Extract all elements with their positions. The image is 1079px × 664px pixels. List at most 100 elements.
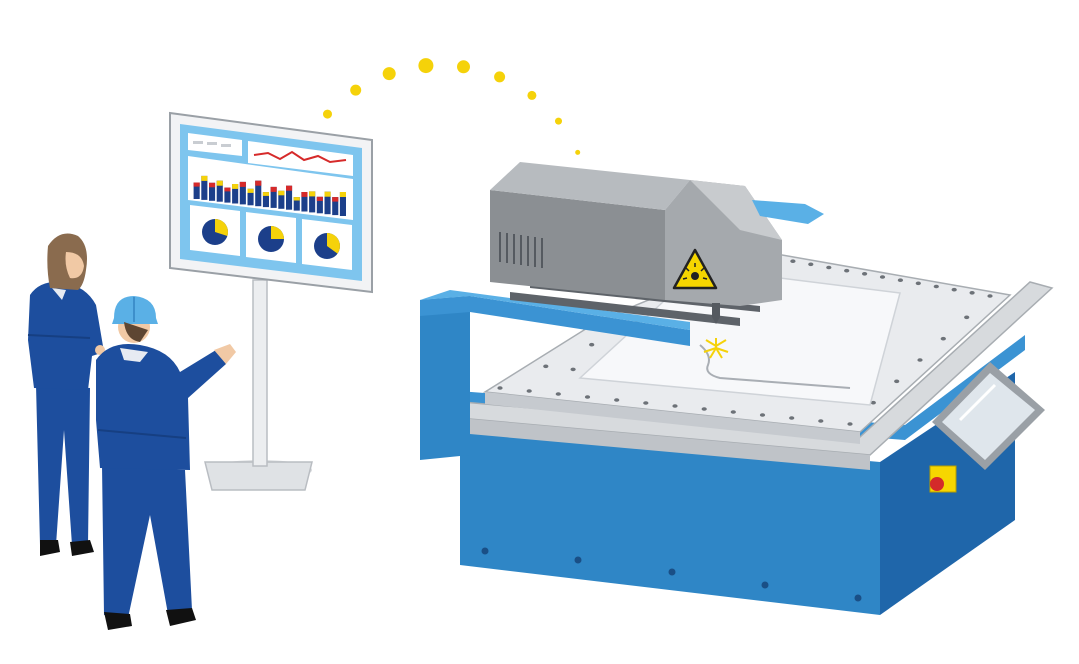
table-hole: [589, 342, 595, 347]
table-hole: [614, 398, 620, 402]
laser-head-vents: [499, 232, 543, 268]
screen-bar: [193, 182, 200, 199]
monitor-base: [204, 461, 313, 491]
table-hole: [526, 389, 532, 393]
signal-dot: [382, 67, 396, 81]
screen-bar: [332, 197, 339, 216]
screen-bar-cap: [209, 182, 216, 188]
screen-bar-cap: [262, 192, 269, 196]
screen-bar-series: [193, 175, 346, 216]
screen-bar-cap: [286, 185, 293, 191]
table-hole: [951, 287, 957, 292]
machine-body-front: [460, 425, 880, 615]
table-hole: [543, 364, 549, 369]
table-hole: [969, 291, 975, 295]
screen-bar: [247, 188, 254, 206]
dashboard-monitor: [169, 111, 373, 491]
table-hole: [915, 281, 921, 286]
screen-bar: [209, 182, 216, 201]
screen-bar-cap: [193, 182, 200, 187]
screen-bar: [339, 192, 346, 216]
table-hole: [897, 278, 904, 283]
table-hole: [643, 401, 649, 405]
table-hole: [818, 419, 824, 423]
emergency-stop-button: [929, 465, 957, 493]
table-hole: [826, 265, 832, 270]
screen-bar: [216, 180, 223, 202]
signal-dot: [350, 84, 362, 96]
screen-bar: [324, 191, 331, 215]
screen-bar-cap: [278, 190, 285, 196]
screen-bar-cap: [201, 175, 208, 181]
screen-bar: [232, 184, 239, 204]
screen-bar-cap: [270, 186, 277, 192]
screen-bar: [301, 192, 308, 212]
signal-dot: [555, 117, 562, 125]
screen-bar: [293, 197, 300, 211]
laser-sparks: [703, 338, 729, 359]
gantry-left-leg: [420, 296, 470, 460]
table-hole: [987, 294, 993, 298]
signal-dot: [323, 109, 332, 119]
screen-bar-cap: [216, 180, 223, 186]
screen-bar: [316, 196, 323, 214]
worker-man: [96, 296, 236, 630]
signal-dot: [575, 149, 581, 155]
table-hole: [555, 392, 561, 396]
screen-bar-cap: [293, 197, 300, 201]
screen-bar: [278, 190, 285, 209]
laser-cutting-machine: [420, 162, 1054, 615]
table-hole: [940, 336, 946, 341]
screen-bar-cap: [232, 184, 239, 189]
signal-dot: [494, 71, 506, 83]
signal-dot: [457, 60, 470, 74]
sheet-metal: [578, 267, 901, 406]
screen-bar-cap: [247, 188, 254, 193]
table-hole: [497, 386, 503, 390]
screen-bar-cap: [301, 192, 308, 197]
screen-bar-cap: [339, 192, 346, 197]
worker-woman: [27, 233, 105, 556]
gantry-right-arm: [752, 200, 824, 224]
laser-nozzle: [712, 303, 720, 317]
screen-pie-series: [202, 218, 340, 259]
screen-bar: [239, 181, 246, 205]
signal-dot: [527, 90, 537, 100]
table-hole: [808, 262, 814, 267]
screen-pie-slice: [271, 226, 284, 239]
table-hole: [759, 413, 766, 417]
table-hole: [894, 379, 900, 384]
table-hole: [870, 400, 876, 405]
monitor-pole: [252, 279, 268, 467]
screen-pie-slice: [215, 218, 229, 236]
table-hole: [847, 422, 853, 426]
table-hole: [879, 275, 886, 279]
machine-rivets: [481, 547, 862, 602]
table-hole: [862, 272, 868, 276]
screen-bar-cap: [255, 180, 262, 186]
screen-bar: [286, 185, 293, 210]
signal-dots-icon: [291, 58, 581, 181]
table-hole: [790, 259, 796, 264]
screen-bar-cap: [324, 191, 331, 197]
table-hole: [933, 284, 939, 289]
screen-bar: [201, 175, 208, 200]
side-window-glass: [942, 373, 1035, 460]
screen-bar-cap: [332, 197, 339, 202]
screen-bar: [224, 187, 231, 203]
screen-bar: [270, 186, 277, 208]
screen-bar: [255, 180, 262, 207]
screen-bar-cap: [309, 191, 316, 197]
gantry-beam: [420, 290, 690, 330]
screen-bar: [262, 192, 269, 208]
table-hole: [789, 416, 795, 420]
table-hole: [964, 315, 970, 320]
table-hole: [917, 358, 923, 362]
screen-bar-cap: [239, 181, 246, 187]
screen-bar: [309, 191, 316, 213]
table-hole: [672, 404, 678, 408]
table-hole: [701, 407, 707, 411]
signal-dot: [418, 58, 434, 74]
screen-bar-cap: [316, 196, 323, 201]
table-hole: [570, 367, 576, 372]
